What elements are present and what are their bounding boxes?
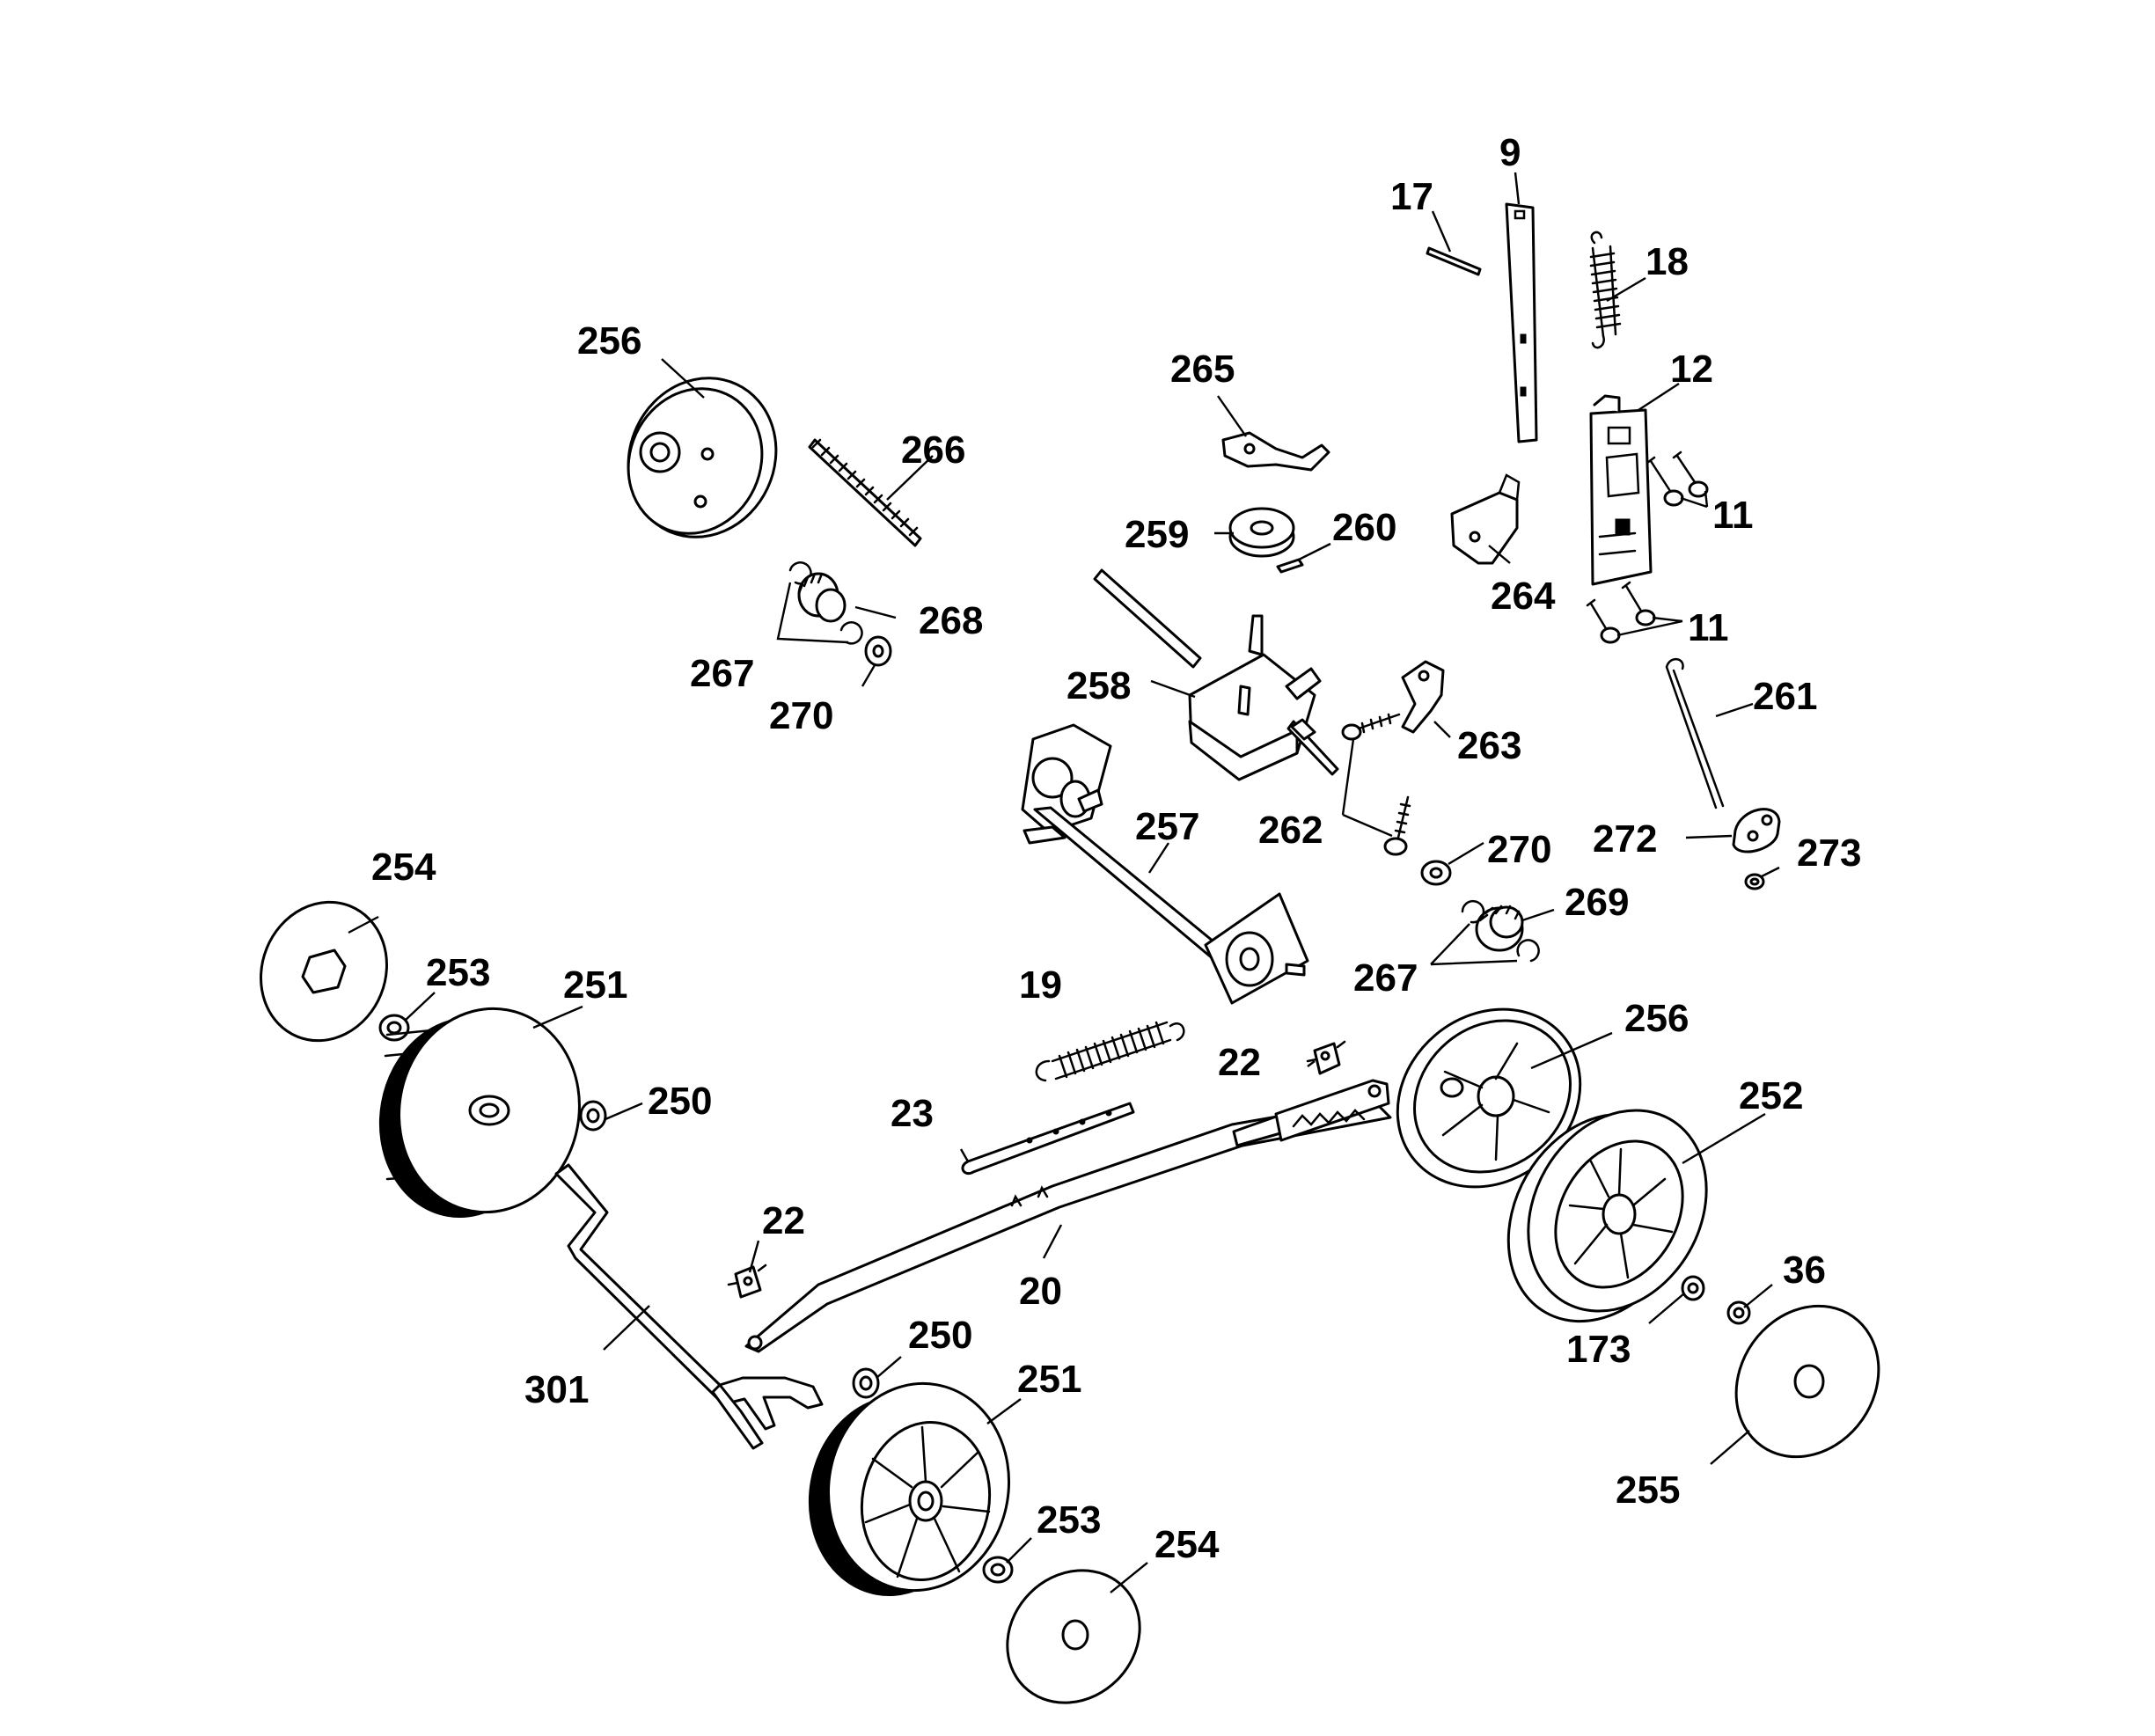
part-252-wheel-right bbox=[1506, 1109, 1708, 1323]
callout-268: 268 bbox=[919, 599, 983, 642]
callout-labels: 9 17 18 256 265 12 266 259 260 11 264 26… bbox=[371, 131, 1861, 1566]
part-9-handle-bar bbox=[1505, 202, 1538, 443]
callout-173: 173 bbox=[1566, 1328, 1631, 1371]
callout-23: 23 bbox=[891, 1092, 934, 1135]
part-19-spring bbox=[1035, 1021, 1185, 1082]
callout-252: 252 bbox=[1739, 1074, 1803, 1117]
part-253-star-washer-top bbox=[378, 1014, 410, 1042]
part-273-nut bbox=[1744, 873, 1765, 890]
callout-256-top: 256 bbox=[577, 319, 641, 363]
callout-273: 273 bbox=[1797, 831, 1861, 875]
part-18-spring bbox=[1589, 231, 1622, 349]
part-260-key bbox=[1276, 558, 1304, 574]
callout-255: 255 bbox=[1616, 1469, 1680, 1512]
callout-256-right: 256 bbox=[1624, 997, 1689, 1040]
part-17-pin bbox=[1426, 246, 1482, 276]
part-254-hubcap-bottom bbox=[1006, 1569, 1141, 1704]
part-20-adjust-bar bbox=[744, 1079, 1392, 1353]
part-22-clip-left bbox=[727, 1264, 767, 1299]
callout-22-left: 22 bbox=[762, 1199, 805, 1242]
callout-270-lower: 270 bbox=[1487, 828, 1551, 871]
callout-19: 19 bbox=[1019, 963, 1062, 1007]
part-301-axle bbox=[554, 1163, 824, 1450]
callout-11-top: 11 bbox=[1712, 494, 1754, 537]
part-256-cover-disc-right bbox=[1396, 1007, 1582, 1189]
callout-18: 18 bbox=[1646, 240, 1689, 283]
leader-lines bbox=[348, 172, 1780, 1593]
part-251-wheel-bottom bbox=[808, 1381, 1011, 1596]
callout-253-bottom: 253 bbox=[1037, 1498, 1101, 1542]
callout-254-bottom: 254 bbox=[1154, 1523, 1220, 1566]
callout-250-top: 250 bbox=[648, 1080, 712, 1123]
callout-250-bottom: 250 bbox=[908, 1314, 972, 1357]
part-261-hook-rod bbox=[1665, 658, 1725, 809]
part-258-transmission bbox=[1093, 568, 1339, 781]
part-267-clip-lower bbox=[1461, 899, 1540, 963]
callout-258: 258 bbox=[1067, 664, 1131, 707]
callout-267-top: 267 bbox=[690, 652, 754, 695]
part-265-bracket bbox=[1221, 431, 1330, 472]
part-256-cover-disc-top bbox=[627, 377, 778, 538]
part-251-wheel-top bbox=[378, 1007, 581, 1218]
callout-254-left: 254 bbox=[371, 846, 436, 889]
callout-269: 269 bbox=[1565, 881, 1629, 924]
part-250-washer-top bbox=[579, 1100, 607, 1132]
part-269-gear bbox=[1475, 905, 1524, 952]
callout-11-bottom: 11 bbox=[1688, 606, 1729, 649]
callout-260: 260 bbox=[1332, 506, 1396, 549]
callout-266: 266 bbox=[901, 429, 965, 472]
part-253-star-washer-bottom bbox=[982, 1556, 1014, 1584]
callout-270-top: 270 bbox=[769, 694, 833, 737]
part-257-adjuster-arm bbox=[1021, 723, 1309, 1005]
part-250-washer-bottom bbox=[852, 1367, 880, 1399]
part-173-washer bbox=[1681, 1275, 1705, 1301]
part-259-pulley bbox=[1228, 507, 1295, 558]
part-266-threaded-rod bbox=[808, 438, 922, 547]
callout-264: 264 bbox=[1491, 575, 1556, 618]
part-263-bracket bbox=[1401, 660, 1445, 734]
part-270-washer-top bbox=[864, 635, 892, 667]
callout-22-right: 22 bbox=[1218, 1041, 1261, 1084]
callout-272: 272 bbox=[1593, 817, 1657, 861]
callout-251-bottom: 251 bbox=[1017, 1358, 1081, 1401]
part-262-screws bbox=[1341, 713, 1411, 856]
callout-259: 259 bbox=[1125, 513, 1189, 556]
callout-263: 263 bbox=[1457, 724, 1521, 767]
part-264-bracket bbox=[1450, 473, 1521, 565]
part-22-clip-right bbox=[1306, 1040, 1346, 1075]
part-270-washer-lower bbox=[1420, 860, 1452, 886]
callout-267-lower: 267 bbox=[1353, 956, 1418, 1000]
callout-301: 301 bbox=[524, 1368, 589, 1411]
callout-36: 36 bbox=[1783, 1249, 1826, 1292]
callout-20: 20 bbox=[1019, 1270, 1062, 1313]
part-268-gear bbox=[797, 572, 847, 623]
part-254-hubcap-left bbox=[260, 900, 388, 1043]
callout-17: 17 bbox=[1390, 175, 1433, 218]
callout-253-top: 253 bbox=[426, 951, 490, 994]
callout-251-top: 251 bbox=[563, 963, 627, 1007]
callout-9: 9 bbox=[1499, 131, 1521, 174]
callout-12: 12 bbox=[1670, 348, 1713, 391]
part-272-plate bbox=[1732, 808, 1781, 853]
callout-257: 257 bbox=[1135, 805, 1199, 848]
part-12-control-plate bbox=[1589, 394, 1653, 586]
part-23-strap bbox=[961, 1102, 1135, 1175]
callout-265: 265 bbox=[1170, 348, 1235, 391]
part-255-hubcap-right bbox=[1734, 1304, 1880, 1459]
callout-262: 262 bbox=[1258, 809, 1323, 852]
callout-261: 261 bbox=[1753, 675, 1817, 718]
